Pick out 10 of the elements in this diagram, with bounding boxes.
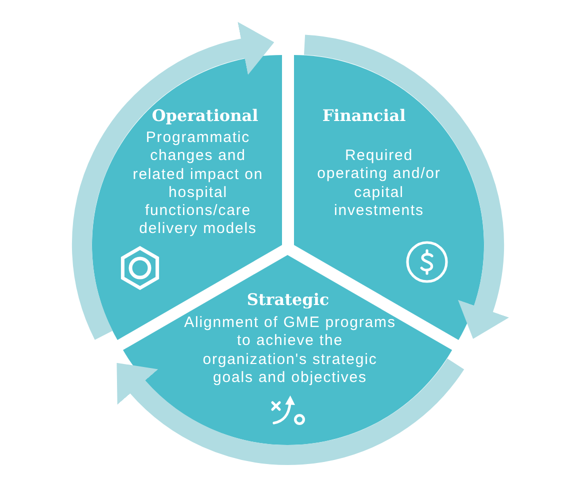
segment-description: Programmatic changes and related impact on hospital functions/care delivery models (132, 129, 264, 239)
curved-arrow (115, 358, 464, 465)
segment-description: Alignment of GME programs to achieve the organization's strategic goals and objectives (183, 314, 397, 388)
segment-title: Operational (152, 106, 258, 125)
segment-description: Required operating and/or capital investments (316, 147, 442, 220)
curved-arrow (72, 22, 274, 340)
segment-title: Strategic (246, 290, 330, 309)
segment-title: Financial (322, 106, 406, 125)
curved-arrow (303, 34, 510, 340)
pie-segment (123, 255, 453, 445)
